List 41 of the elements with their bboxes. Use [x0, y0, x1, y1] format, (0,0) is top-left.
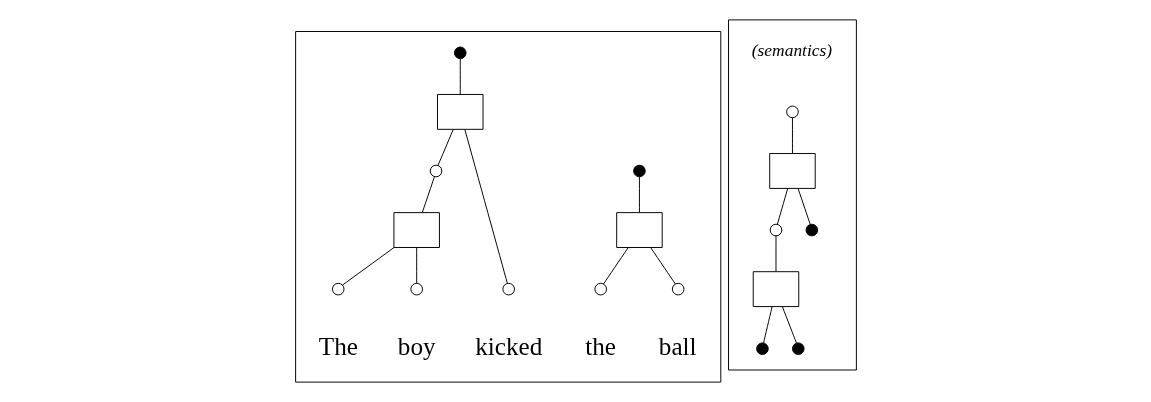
node-circle [593, 282, 607, 296]
node-circle [501, 282, 515, 296]
node-circle [632, 164, 646, 178]
node-box [436, 94, 483, 130]
connector [762, 306, 773, 344]
connector [459, 58, 461, 95]
node-box [768, 153, 816, 189]
node-circle [805, 223, 818, 237]
connector [463, 128, 508, 284]
connector [437, 128, 454, 166]
connector [415, 247, 417, 284]
node-circle [409, 282, 423, 296]
node-circle [671, 282, 684, 296]
connector [421, 176, 435, 214]
connector [776, 188, 788, 225]
node-circle [769, 223, 782, 237]
node-label: (semantics) [751, 40, 832, 61]
connector [341, 247, 394, 286]
node-label: ball [658, 332, 697, 360]
connector [638, 176, 640, 214]
cluster [294, 31, 721, 383]
cluster [727, 19, 857, 371]
node-circle [453, 46, 467, 60]
node-circle [331, 282, 345, 296]
node-box [615, 212, 663, 248]
node-label: boy [397, 332, 436, 360]
connector [797, 188, 811, 225]
node-box [752, 271, 799, 308]
node-label: the [584, 332, 616, 360]
node-circle [785, 105, 799, 119]
connector [602, 247, 629, 285]
node-circle [755, 342, 769, 355]
node-box [392, 212, 440, 248]
node-circle [791, 342, 805, 355]
connector [781, 306, 797, 344]
connector [775, 235, 776, 273]
connector [791, 117, 793, 154]
node-label: The [318, 332, 358, 360]
connector [649, 247, 676, 285]
node-label: kicked [474, 332, 542, 360]
node-circle [429, 164, 442, 178]
